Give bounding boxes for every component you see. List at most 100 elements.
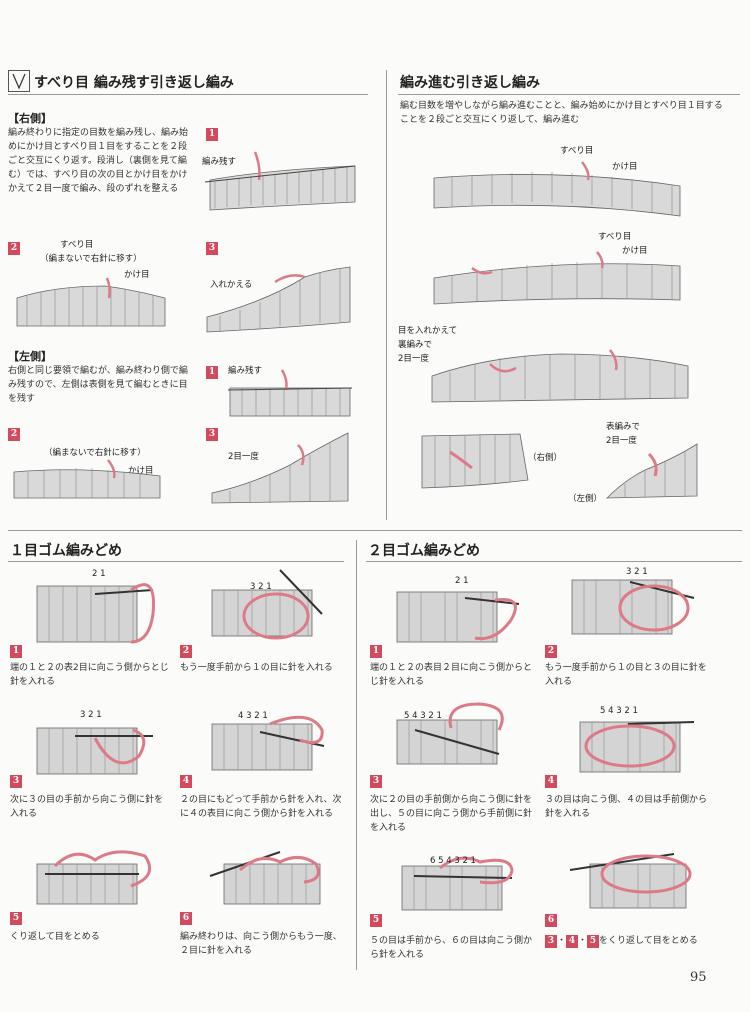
left-side-text: 右側と同じ要領で編むが、編み終わり側で編み残すので、左側は表側を見て編むときに目…: [8, 366, 188, 404]
title-rule: [8, 94, 368, 95]
step-badge: 1: [206, 128, 218, 141]
knit-swatch-illustration: [431, 349, 689, 403]
knit-swatch-illustration: [211, 432, 349, 504]
left-side-heading: 【左側】: [8, 350, 52, 363]
knit-swatch-illustration: [206, 266, 351, 333]
step-label: すべり目: [60, 240, 94, 250]
knit-swatch-illustration: [433, 251, 681, 305]
step-badge: 3: [206, 428, 218, 441]
title-rule: [366, 561, 742, 562]
step-badge: 2: [180, 645, 192, 658]
stitch-numbers: 3 2 1: [250, 582, 272, 592]
diagram-label: かけ目: [622, 246, 648, 256]
stitch-numbers: 5 4 3 2 1: [600, 706, 638, 716]
knit-swatch-illustration: [16, 277, 166, 327]
stitch-numbers: 3 2 1: [626, 567, 648, 577]
slip-stitch-icon: [8, 70, 30, 92]
right-side-text: 編み終わりに指定の目数を編み残し、編み始めにかけ目とすべり目１目をすることを２段…: [8, 128, 189, 194]
separator-dot: ・: [578, 936, 588, 946]
step-caption: くり返して目をとめる: [10, 932, 100, 942]
rib-illustration: [211, 715, 325, 771]
step-caption: ３の目は向こう側、４の目は手前側から針を入れる: [545, 795, 708, 819]
title-rule: [398, 94, 740, 95]
diagram-label: かけ目: [612, 162, 638, 172]
rib-illustration: [36, 850, 152, 905]
stitch-numbers: 3 2 1: [80, 710, 102, 720]
rib-illustration: [401, 856, 514, 911]
step-badge: 5: [370, 914, 382, 927]
rib-illustration: [569, 853, 692, 909]
page-number: 95: [690, 970, 707, 985]
step-badge: 2: [8, 242, 20, 255]
diagram-label: 目を入れかえて: [398, 326, 458, 336]
knit-swatch-illustration: [433, 161, 681, 217]
step-ref-badge: 4: [566, 935, 579, 948]
right-side-heading: 【右側】: [8, 112, 52, 125]
rib-illustration: [211, 569, 323, 640]
step-caption: もう一度手前から１の目に針を入れる: [180, 663, 333, 673]
diagram-label: 2目一度: [606, 436, 637, 446]
diagram-label: （右側）: [528, 453, 563, 463]
step-badge: 3: [206, 242, 218, 255]
step-label: 編み残す: [202, 157, 237, 167]
separator-dot: ・: [557, 936, 567, 946]
section-title-short-rows-right: 編み進む引き返し編み: [400, 75, 540, 91]
step-badge: 5: [10, 912, 22, 925]
step-label: （編まないで右針に移す）: [44, 448, 146, 458]
diagram-label: （左側）: [568, 494, 603, 504]
knit-swatch-illustration: [227, 369, 353, 417]
stitch-numbers: 2 1: [92, 569, 106, 579]
column-divider: [356, 540, 357, 970]
diagram-label: すべり目: [598, 232, 632, 242]
knit-swatch-illustration: [204, 151, 356, 211]
step-badge: 6: [180, 912, 192, 925]
rib-illustration: [571, 579, 695, 635]
section-title-short-rows-left: すべり目 編み残す引き返し編み: [34, 75, 234, 91]
diagram-label: すべり目: [560, 146, 594, 156]
step-badge: 4: [545, 775, 557, 788]
step-label: 編み残す: [228, 366, 263, 376]
stitch-numbers: 2 1: [455, 576, 469, 586]
step-label: かけ目: [124, 270, 150, 280]
column-divider: [386, 70, 387, 520]
diagram-label: 2目一度: [398, 354, 429, 364]
rib-illustration: [396, 591, 520, 643]
step-caption: 次に３の目の手前から向こう側に針を入れる: [10, 795, 164, 819]
step-badge: 4: [180, 775, 192, 788]
step-caption: ５の目は手前から、６の目は向こう側から針を入れる: [370, 936, 533, 960]
stitch-numbers: 6 5 4 3 2 1: [430, 856, 476, 866]
step-badge: 1: [206, 366, 218, 379]
title-rule: [8, 561, 344, 562]
step-badge: 6: [545, 914, 557, 927]
rib-illustration: [36, 727, 153, 775]
step-caption: もう一度手前から１の目と３の目に針を入れる: [545, 663, 707, 687]
step-badge: 3: [10, 775, 22, 788]
section-title-2x2-rib-bindoff: ２目ゴム編みどめ: [368, 543, 480, 559]
step-caption: 端の１と２の表2目に向こう側からとじ針を入れる: [10, 663, 169, 687]
rib-illustration: [209, 851, 321, 905]
step-label: かけ目: [128, 466, 154, 476]
diagram-label: 表編みで: [606, 422, 641, 432]
step-badge: 2: [545, 645, 557, 658]
rib-illustration: [396, 702, 504, 765]
step-badge: 3: [370, 775, 382, 788]
rib-illustration: [36, 583, 156, 644]
step-caption: 次に２の目の手前側から向こう側に針を出し、５の目に向こう側から手前側に針を入れる: [370, 795, 533, 833]
short-rows-right-text: 編む目数を増やしながら編み進むことと、編み始めにかけ目とすべり目１目することを２…: [400, 101, 723, 125]
step-caption: 編み終わりは、向こう側からもう一度、２目に針を入れる: [180, 932, 342, 956]
step-label: 2目一度: [228, 452, 259, 462]
step-label: （編まないで右針に移す）: [40, 254, 142, 264]
step-badge: 1: [10, 645, 22, 658]
knit-swatch-illustration: [606, 443, 698, 499]
knit-swatch-illustration: [13, 459, 161, 499]
step-caption: 端の１と２の表目２目に向こう側からとじ針を入れる: [370, 663, 533, 687]
stitch-numbers: 4 3 2 1: [238, 711, 268, 721]
step-ref-badge: 3: [545, 935, 557, 948]
diagram-label: 裏編みで: [398, 340, 433, 350]
step-label: 入れかえる: [210, 280, 253, 290]
section-divider: [8, 530, 742, 531]
knit-swatch-illustration: [421, 433, 529, 489]
rib-illustration: [579, 721, 695, 773]
step-caption: をくり返して目をとめる: [599, 936, 698, 946]
step-ref-badge: 5: [587, 935, 600, 948]
